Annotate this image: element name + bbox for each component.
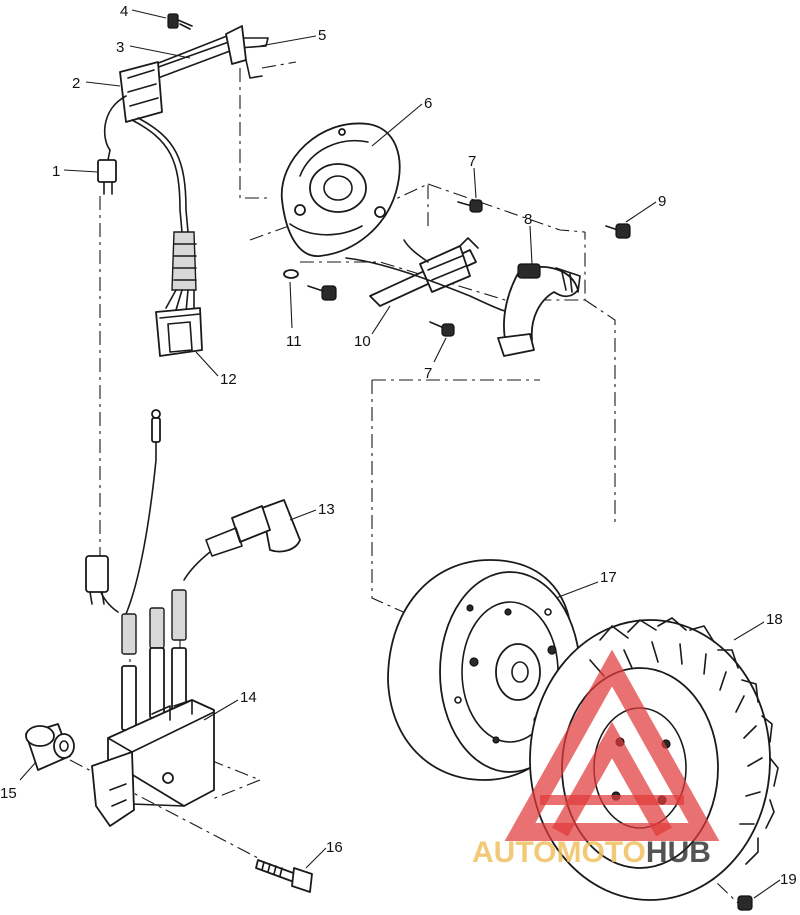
callout-leaders xyxy=(19,9,781,899)
part-harness-3 xyxy=(149,25,269,79)
part-screw-7-upper xyxy=(457,199,483,213)
watermark-logo: AUTOMOTOHUB xyxy=(472,649,720,869)
callout-2: 2 xyxy=(72,75,80,92)
callout-1: 1 xyxy=(52,163,60,180)
part-coil-8 xyxy=(497,263,581,357)
callout-8: 8 xyxy=(524,211,532,228)
part-screw-11 xyxy=(283,269,337,301)
callout-7-lower: 7 xyxy=(424,365,432,382)
callout-12: 12 xyxy=(220,371,237,388)
callout-15: 15 xyxy=(0,785,17,802)
ground-lead xyxy=(125,409,161,615)
watermark-text-automoto: AUTOMOTO xyxy=(472,836,646,869)
callout-16: 16 xyxy=(326,839,343,856)
part-screw-7-lower xyxy=(429,321,455,337)
part-screw-9 xyxy=(605,223,631,239)
wire-harness xyxy=(104,95,197,313)
callout-6: 6 xyxy=(424,95,432,112)
callout-numbers: 4 3 2 1 5 6 7 8 9 11 10 7 12 13 14 15 16… xyxy=(0,3,797,888)
svg-text:AUTOMOTOHUB: AUTOMOTOHUB xyxy=(472,836,711,869)
callout-17: 17 xyxy=(600,569,617,586)
callout-4: 4 xyxy=(120,3,128,20)
callout-14: 14 xyxy=(240,689,257,706)
part-bushing-15 xyxy=(25,723,75,771)
part-trigger-coil-10 xyxy=(345,237,521,314)
callout-5: 5 xyxy=(318,27,326,44)
watermark-text-hub: HUB xyxy=(646,836,711,869)
part-bolt-16 xyxy=(255,859,313,893)
part-screw-4 xyxy=(167,13,193,30)
part-nut-19 xyxy=(737,895,753,911)
part-ignition-coil-14 xyxy=(85,555,215,827)
callout-3: 3 xyxy=(116,39,124,56)
part-connector-12 xyxy=(155,307,203,357)
part-connector-1 xyxy=(97,149,117,195)
callout-11: 11 xyxy=(286,333,302,350)
callout-19: 19 xyxy=(780,871,797,888)
callout-18: 18 xyxy=(766,611,783,628)
callout-7-upper: 7 xyxy=(468,153,476,170)
callout-10: 10 xyxy=(354,333,371,350)
part-stator-plate-6 xyxy=(280,122,401,257)
callout-13: 13 xyxy=(318,501,335,518)
part-spark-plug-cap-13 xyxy=(183,499,301,581)
callout-9: 9 xyxy=(658,193,666,210)
part-module-2 xyxy=(119,61,163,123)
